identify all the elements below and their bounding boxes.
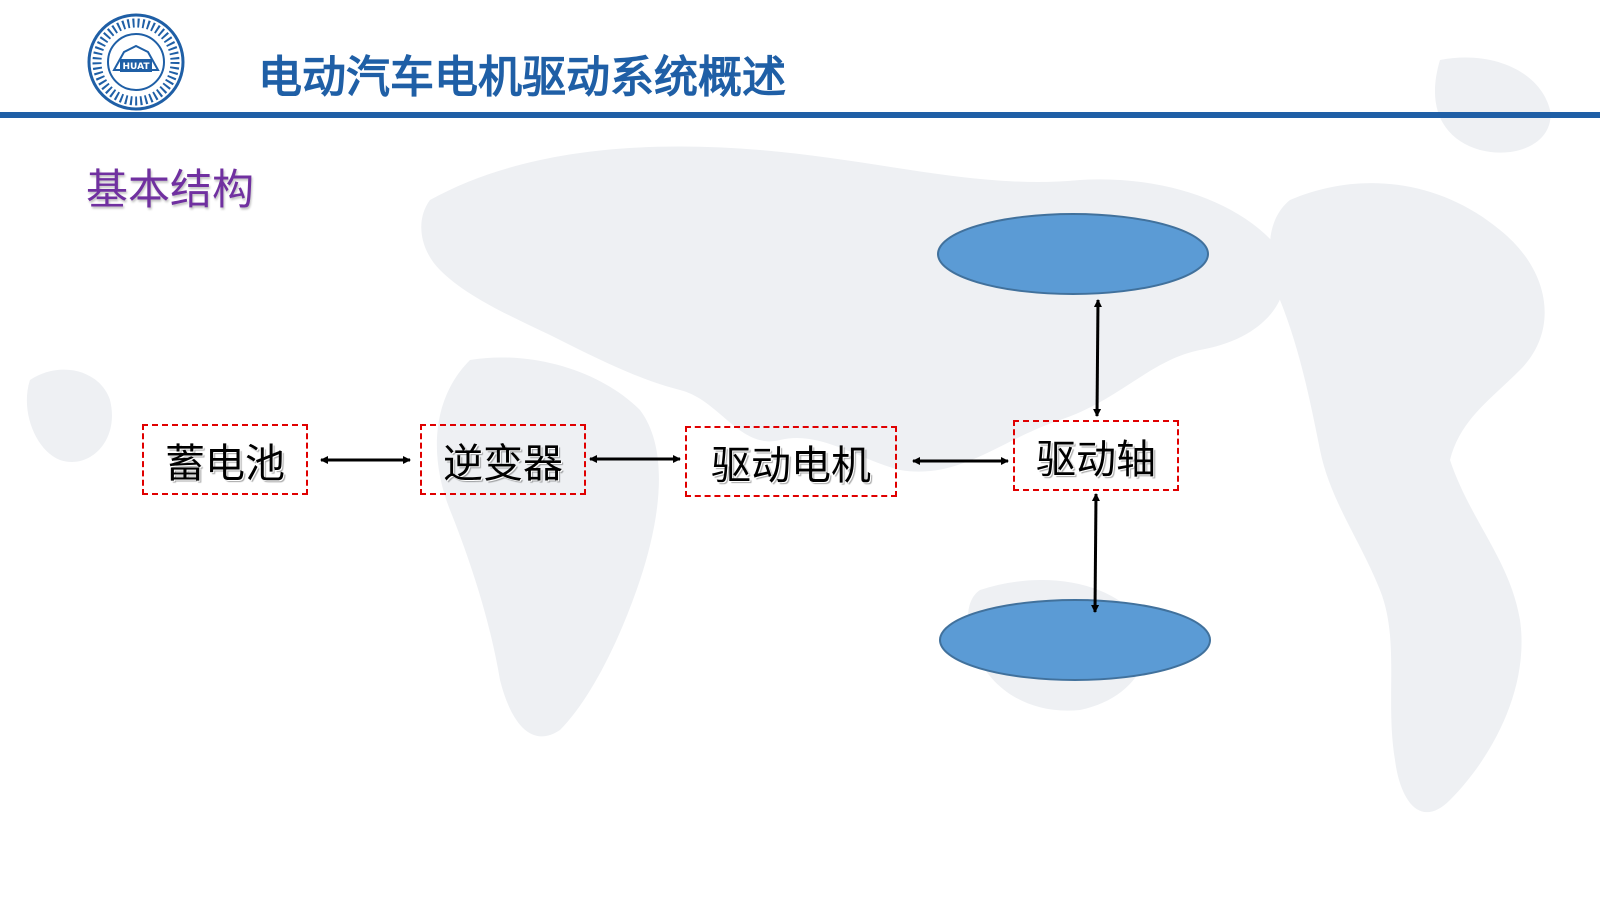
map-island-western — [26, 369, 112, 462]
drive-shaft-node: 驱动轴 — [1013, 420, 1179, 491]
header-divider — [0, 112, 1600, 118]
motor-node: 驱动电机 — [685, 426, 897, 497]
svg-text:HUAT: HUAT — [123, 62, 151, 72]
map-continent-americas — [1269, 183, 1545, 813]
battery-node: 蓄电池 — [142, 424, 308, 495]
arrow-shaft-upper-wheel — [1093, 299, 1102, 417]
inverter-node: 逆变器 — [420, 424, 586, 495]
university-logo: HUAT — [87, 13, 185, 111]
upper-wheel-ellipse — [937, 213, 1209, 295]
section-heading: 基本结构 — [86, 165, 255, 214]
arrow-shaft-lower-wheel — [1091, 493, 1100, 613]
map-continent-greenland — [1434, 57, 1551, 153]
page-title: 电动汽车电机驱动系统概述 — [258, 52, 786, 103]
map-continent-africa — [436, 357, 659, 737]
lower-wheel-ellipse — [939, 599, 1211, 681]
